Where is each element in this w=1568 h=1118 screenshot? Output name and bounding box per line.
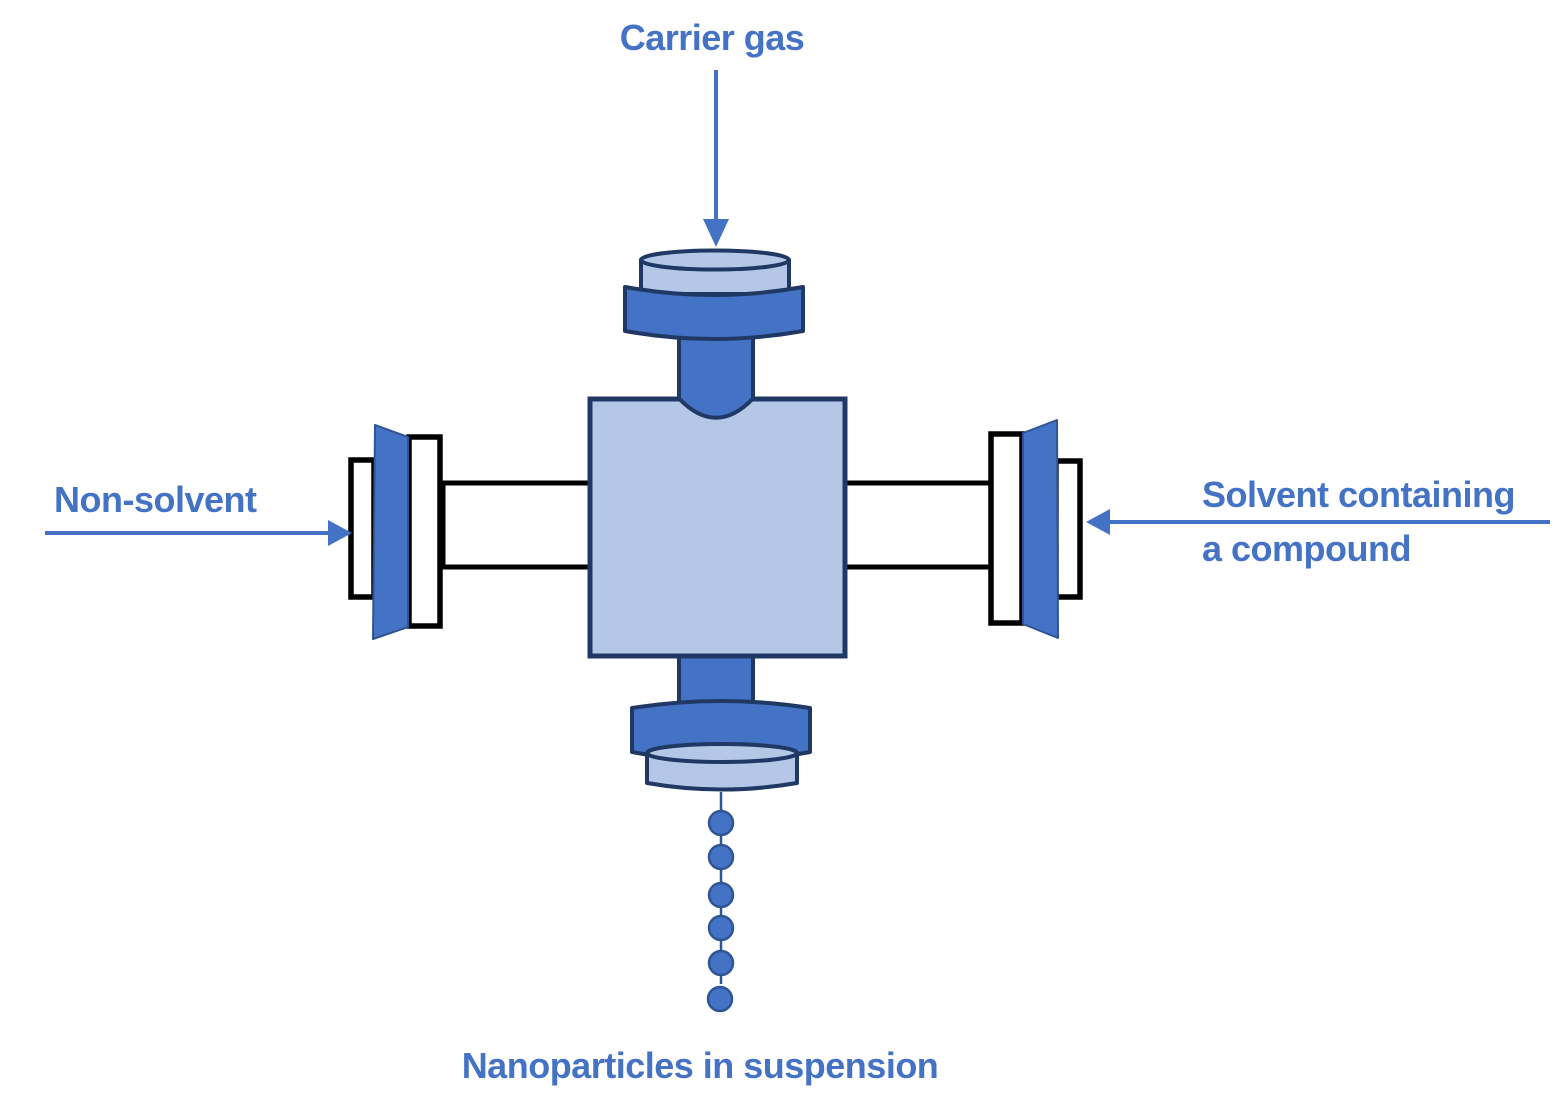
top-fitting-collar	[623, 285, 805, 341]
droplet	[707, 843, 735, 871]
nanoparticles-label: Nanoparticles in suspension	[461, 1045, 939, 1086]
left-inlet-tube	[440, 480, 593, 570]
left-flange-outer-plate	[348, 457, 377, 600]
bottom-fitting-cylinder-top	[645, 742, 799, 764]
droplet	[707, 809, 735, 837]
top-inlet-neck	[677, 328, 755, 420]
right-flange-outer-plate	[1053, 458, 1083, 600]
droplet	[706, 985, 734, 1013]
top-fitting-cylinder-top	[639, 248, 791, 272]
arrow-right-icon	[328, 520, 352, 546]
droplet	[707, 949, 735, 977]
carrier-gas-label: Carrier gas	[619, 17, 805, 58]
droplet-stream	[706, 792, 735, 1013]
arrow-left-icon	[1086, 509, 1110, 535]
solvent-label-line1: Solvent containing	[1202, 474, 1516, 515]
non-solvent-label: Non-solvent	[54, 479, 257, 520]
solvent-label-line2: a compound	[1202, 528, 1412, 569]
mixing-chamber	[587, 396, 848, 659]
left-flange-disc	[372, 424, 409, 640]
droplet	[707, 914, 735, 942]
arrow-down-icon	[703, 219, 729, 247]
right-flange-disc	[1022, 419, 1059, 639]
right-flange-inner-plate	[988, 431, 1025, 626]
left-flange-inner-plate	[406, 434, 443, 629]
right-inlet-tube	[842, 480, 994, 570]
droplet	[707, 881, 735, 909]
solvent-label: Solvent containing a compound	[1202, 468, 1516, 576]
